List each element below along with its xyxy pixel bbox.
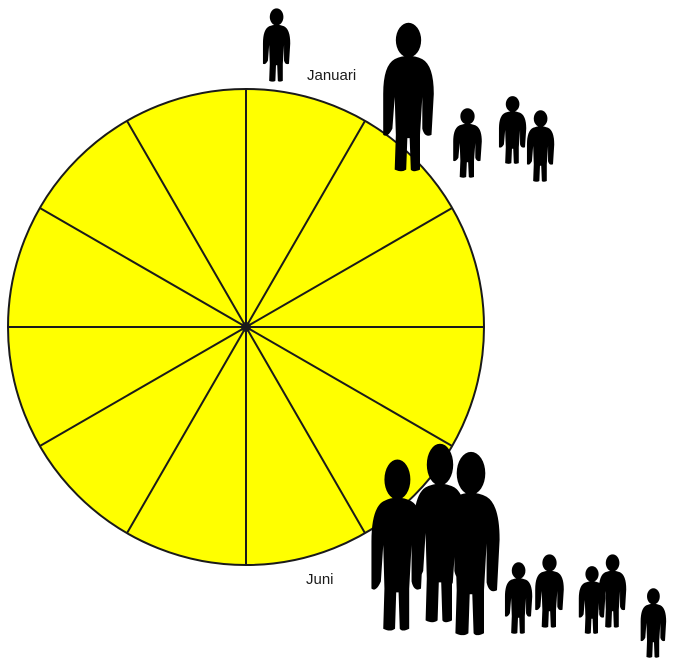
- label-juni: Juni: [306, 571, 334, 588]
- person-icon: [263, 8, 290, 81]
- person-icon: [505, 562, 532, 633]
- label-januari: Januari: [307, 67, 356, 84]
- wheel-hub: [241, 322, 251, 332]
- person-icon: [499, 96, 526, 164]
- person-icon: [641, 588, 667, 658]
- person-icon: [535, 554, 564, 627]
- person-icon: [527, 110, 554, 181]
- person-icon: [453, 108, 482, 178]
